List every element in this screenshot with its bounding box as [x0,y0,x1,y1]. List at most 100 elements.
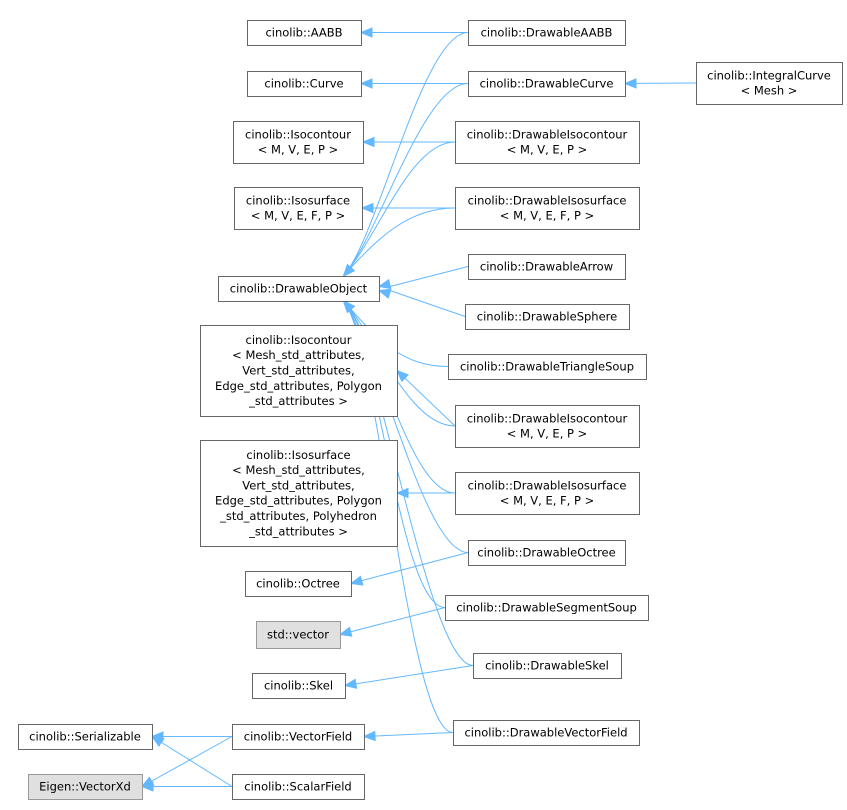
edge-arrowhead [361,136,375,148]
edge-arrowhead [377,288,392,299]
inheritance-edge [140,781,232,792]
edge-line [344,665,474,686]
edge-arrowhead [623,78,637,89]
class-label-line: cinolib::Isocontour [246,333,352,347]
class-box [200,325,398,417]
class-node-drawable-arrow[interactable]: cinolib::DrawableArrow [468,254,626,280]
class-box [28,774,143,800]
inheritance-edge [359,78,468,89]
inheritance-edge [342,207,456,277]
edge-line [343,300,469,553]
class-node-integral-curve[interactable]: cinolib::IntegralCurve< Mesh > [696,62,843,105]
class-node-drawable-isocontour-t[interactable]: cinolib::DrawableIsocontour< M, V, E, P … [455,121,640,164]
class-label-line: cinolib::VectorField [244,730,352,744]
class-box [18,724,153,750]
class-node-curve[interactable]: cinolib::Curve [247,71,362,97]
class-label-line: cinolib::DrawableSphere [477,310,617,324]
class-label-line: cinolib::DrawableArrow [480,260,613,274]
class-node-isosurface-std[interactable]: cinolib::Isosurface< Mesh_std_attributes… [200,440,398,547]
class-label-line: cinolib::Serializable [29,730,141,744]
class-box [218,276,380,302]
class-node-aabb[interactable]: cinolib::AABB [247,20,362,46]
edge-arrowhead [150,735,165,748]
class-box [455,121,640,164]
class-node-drawable-vectorfield[interactable]: cinolib::DrawableVectorField [453,720,640,746]
inheritance-edge [360,202,455,214]
class-label-line: cinolib::Isosurface [246,193,350,207]
class-node-isocontour-t[interactable]: cinolib::Isocontour< M, V, E, P > [233,121,364,164]
edge-arrowhead [362,730,376,742]
edge-line [343,207,456,277]
class-box [468,540,626,566]
class-label-line: _std_attributes > [248,394,348,408]
class-label-line: Vert_std_attributes, [242,478,354,492]
class-node-std-vector[interactable]: std::vector [256,621,341,649]
class-label-line: _std_attributes, Polyhedron [219,509,377,523]
class-box [696,62,843,105]
class-label-line: cinolib::DrawableOctree [477,546,615,560]
inheritance-edge [140,736,233,788]
inheritance-edge [396,369,456,427]
class-node-drawable-triangle-soup[interactable]: cinolib::DrawableTriangleSoup [448,354,647,380]
class-node-skel[interactable]: cinolib::Skel [252,673,346,699]
class-label-line: Vert_std_attributes, [242,364,354,378]
edge-line [141,736,233,787]
edge-arrowhead [342,263,356,277]
class-node-octree[interactable]: cinolib::Octree [245,571,352,597]
class-node-drawable-isosurface-t[interactable]: cinolib::DrawableIsosurface< M, V, E, F,… [455,187,640,230]
class-box [256,621,341,649]
edge-line [389,266,469,287]
class-node-drawable-sphere[interactable]: cinolib::DrawableSphere [465,304,630,330]
edge-line [363,732,454,737]
class-node-drawable-skel[interactable]: cinolib::DrawableSkel [473,653,622,679]
class-node-drawable-octree[interactable]: cinolib::DrawableOctree [468,540,626,566]
class-node-scalarfield[interactable]: cinolib::ScalarField [232,774,365,800]
class-node-drawable-isocontour-std[interactable]: cinolib::DrawableIsocontour< M, V, E, P … [455,405,640,448]
inheritance-edge [150,735,233,787]
class-node-drawable-object[interactable]: cinolib::DrawableObject [218,276,380,302]
class-node-drawable-segment-soup[interactable]: cinolib::DrawableSegmentSoup [445,595,649,621]
class-box [233,121,364,164]
class-label-line: < Mesh > [741,84,798,98]
class-label-line: cinolib::Isocontour [245,127,351,141]
class-label-line: cinolib::DrawableIsocontour [467,127,628,141]
class-node-eigen-vectorxd[interactable]: Eigen::VectorXd [28,774,143,800]
class-node-serializable[interactable]: cinolib::Serializable [18,724,153,750]
edge-arrowhead [396,369,409,383]
edge-line [350,552,469,584]
edge-arrowhead [359,27,373,38]
class-node-isocontour-std[interactable]: cinolib::Isocontour< Mesh_std_attributes… [200,325,398,417]
edge-line [339,607,446,635]
class-label-line: < M, V, E, F, P > [251,209,345,223]
inheritance-edge [361,136,455,148]
inheritance-edge [377,266,469,290]
class-box [455,405,640,448]
class-label-line: cinolib::DrawableSkel [485,659,609,673]
class-node-drawable-aabb[interactable]: cinolib::DrawableAABB [468,20,626,46]
class-node-drawable-curve[interactable]: cinolib::DrawableCurve [468,71,626,97]
class-node-drawable-isosurface-std[interactable]: cinolib::DrawableIsosurface< M, V, E, F,… [455,472,640,515]
class-label-line: _std_attributes > [248,524,348,538]
class-label-line: cinolib::IntegralCurve [707,68,831,82]
class-label-line: cinolib::DrawableIsosurface [468,478,627,492]
class-box [468,71,626,97]
class-node-isosurface-t[interactable]: cinolib::Isosurface< M, V, E, F, P > [234,187,363,230]
class-box [200,440,398,547]
class-label-line: cinolib::AABB [265,26,342,40]
class-box [234,187,363,230]
class-node-vectorfield[interactable]: cinolib::VectorField [232,724,365,750]
edge-arrowhead [343,678,358,689]
edge-line [343,32,469,277]
class-label-line: cinolib::Octree [256,577,340,591]
class-box [445,595,649,621]
class-box [448,354,647,380]
class-label-line: cinolib::DrawableSegmentSoup [456,601,637,615]
class-label-line: < Mesh_std_attributes, [232,463,365,477]
inheritance-edge [349,552,469,586]
class-label-line: cinolib::DrawableIsosurface [468,193,627,207]
class-box [455,187,640,230]
inheritance-edge [150,731,232,742]
class-label-line: < M, V, E, F, P > [500,494,594,508]
edge-line [343,141,456,277]
